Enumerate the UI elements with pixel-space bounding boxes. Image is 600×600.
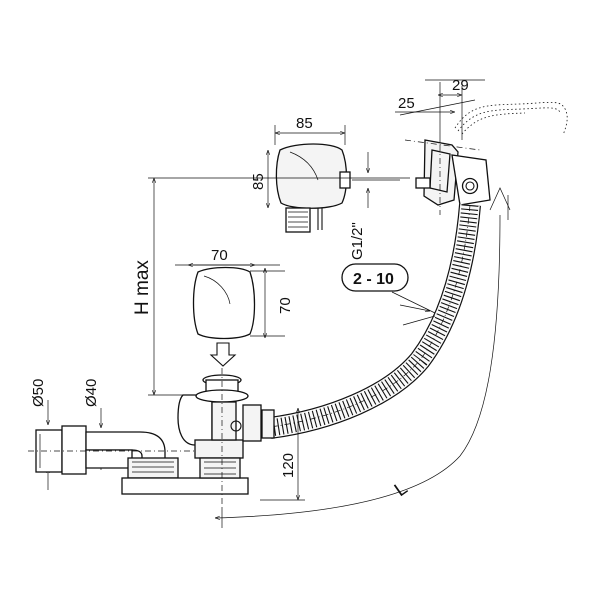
diameter-50-label: Ø50 xyxy=(30,379,47,407)
pipe-diameter-dimensions: Ø50 Ø40 xyxy=(30,379,101,490)
dim-85-height-label: 85 xyxy=(250,173,267,190)
dim-85-width-label: 85 xyxy=(296,115,313,132)
overflow-head xyxy=(404,139,491,215)
control-cable xyxy=(454,101,568,136)
range-badge-label: 2 - 10 xyxy=(353,271,394,288)
dim-25-label: 25 xyxy=(398,95,415,112)
flexible-hose xyxy=(261,204,481,439)
height-max-dimension: H max xyxy=(132,177,410,396)
thread-g12-label: G1/2" xyxy=(349,222,366,260)
dim-120-label: 120 xyxy=(280,453,297,478)
diameter-40-label: Ø40 xyxy=(83,379,100,407)
waste-height-dimension: 120 xyxy=(260,408,305,501)
dim-70-height-label: 70 xyxy=(277,297,294,314)
dim-70-width-label: 70 xyxy=(211,247,228,264)
range-badge: 2 - 10 xyxy=(341,263,436,326)
top-offset-dimensions: 29 25 xyxy=(395,77,485,145)
waste-cover-70: 70 70 xyxy=(175,247,294,367)
waste-trap-assembly xyxy=(28,368,275,510)
h-max-label: H max xyxy=(132,260,153,315)
overflow-cover-85: 85 85 G1/2" xyxy=(250,115,400,260)
length-label: L xyxy=(391,478,412,501)
dim-29-label: 29 xyxy=(452,77,469,94)
